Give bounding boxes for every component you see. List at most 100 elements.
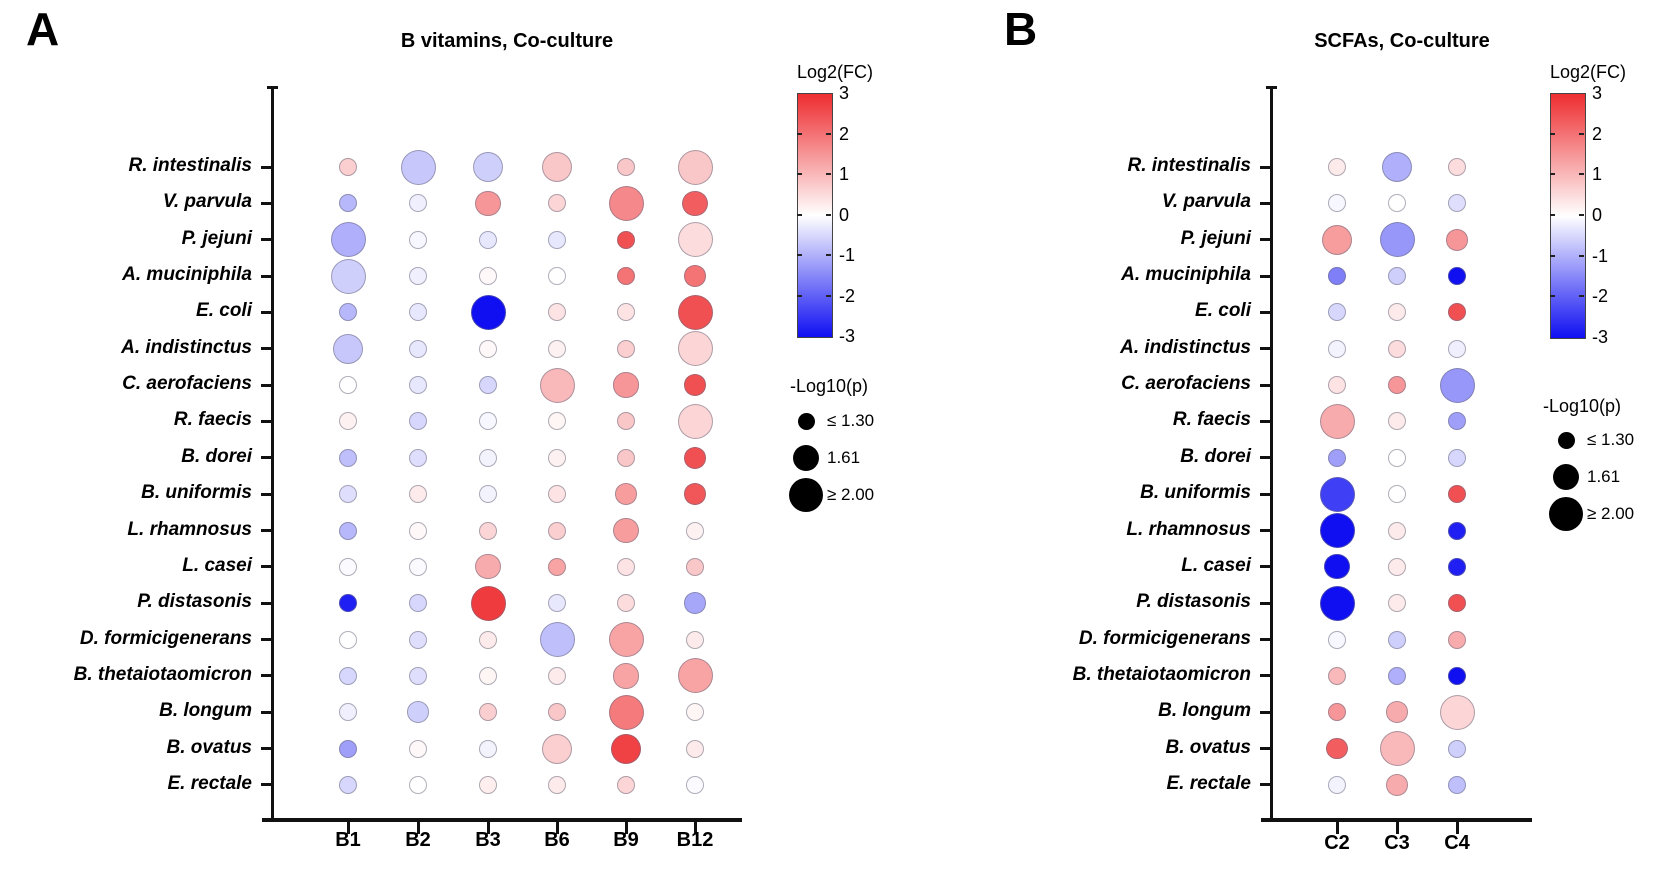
data-bubble — [548, 339, 566, 358]
size-legend-dot — [797, 412, 815, 430]
colorbar-tick-label: -1 — [839, 245, 856, 265]
data-bubble — [1439, 367, 1475, 403]
data-bubble — [409, 339, 427, 358]
data-bubble — [1388, 339, 1406, 358]
data-bubble — [1388, 521, 1406, 540]
data-bubble — [1448, 521, 1466, 540]
data-bubble — [409, 557, 427, 576]
data-bubble — [339, 376, 357, 395]
colorbar-tick — [826, 294, 831, 297]
species-label: L. rhamnosus — [127, 518, 252, 540]
colorbar-tick-label: -2 — [839, 285, 856, 306]
colorbar-tick — [1550, 132, 1555, 135]
size-legend-dot — [793, 445, 819, 471]
data-bubble — [409, 666, 427, 685]
data-bubble — [1386, 774, 1408, 796]
legend-a-size-title: -Log10(p) — [790, 376, 869, 396]
colorbar-tick-label: 2 — [839, 123, 850, 144]
data-bubble — [479, 376, 497, 395]
data-bubble — [615, 483, 637, 505]
data-bubble — [617, 594, 635, 613]
data-bubble — [409, 739, 427, 758]
species-label: P. jejuni — [181, 227, 252, 249]
data-bubble — [339, 557, 357, 576]
data-bubble — [409, 303, 427, 322]
x-axis-tick — [624, 821, 628, 834]
data-bubble — [479, 230, 497, 249]
y-axis-tick — [261, 201, 271, 205]
data-bubble — [409, 194, 427, 213]
data-bubble — [1448, 339, 1466, 358]
data-bubble — [339, 739, 357, 758]
y-axis-top-cap — [1266, 86, 1277, 89]
data-bubble — [686, 630, 704, 649]
data-bubble — [548, 303, 566, 322]
data-bubble — [1379, 731, 1415, 767]
data-bubble — [339, 485, 357, 504]
legend-b-colorbar-title: Log2(FC) — [1550, 62, 1627, 82]
data-bubble — [1388, 303, 1406, 322]
data-bubble — [613, 372, 639, 398]
data-bubble — [479, 448, 497, 467]
x-axis-tick — [486, 821, 490, 834]
y-axis-tick — [1260, 783, 1270, 787]
data-bubble — [1448, 630, 1466, 649]
data-bubble — [409, 267, 427, 286]
species-label: B. uniformis — [1140, 482, 1251, 504]
species-label: C. aerofaciens — [1121, 373, 1251, 395]
species-label: R. faecis — [173, 409, 252, 431]
y-axis-tick — [1260, 710, 1270, 714]
data-bubble — [1328, 376, 1346, 395]
data-bubble — [479, 267, 497, 286]
y-axis-tick — [261, 601, 271, 605]
data-bubble — [1448, 666, 1466, 685]
colorbar-tick — [826, 173, 831, 175]
colorbar — [797, 93, 833, 338]
data-bubble — [684, 374, 706, 396]
y-axis-tick — [261, 165, 271, 169]
size-legend-label: 1.61 — [827, 448, 861, 467]
data-bubble — [548, 448, 566, 467]
data-bubble — [608, 694, 644, 730]
data-bubble — [479, 521, 497, 540]
x-axis-tick — [346, 821, 350, 834]
data-bubble — [548, 594, 566, 613]
y-axis-tick — [1260, 419, 1270, 423]
data-bubble — [1328, 267, 1346, 286]
data-bubble — [1388, 448, 1406, 467]
data-bubble — [541, 151, 573, 183]
data-bubble — [617, 158, 635, 176]
data-bubble — [475, 554, 501, 580]
legend-b-size-title: -Log10(p) — [1543, 396, 1622, 416]
data-bubble — [1448, 267, 1466, 286]
y-axis-tick — [1260, 456, 1270, 460]
data-bubble — [1388, 630, 1406, 649]
colorbar-tick — [1550, 254, 1555, 257]
x-axis-label: B2 — [405, 829, 431, 851]
x-axis-tick — [1455, 821, 1459, 834]
y-axis-tick — [1260, 601, 1270, 605]
species-label: E. coli — [196, 300, 252, 322]
size-legend-label: 1.61 — [1587, 467, 1621, 486]
colorbar-tick — [1579, 295, 1584, 298]
data-bubble — [617, 775, 635, 794]
species-label: L. casei — [1181, 554, 1251, 576]
colorbar-tick-label: 1 — [839, 164, 850, 184]
data-bubble — [1388, 594, 1406, 613]
y-axis-tick — [261, 419, 271, 423]
colorbar-tick-label: -3 — [1592, 327, 1609, 347]
data-bubble — [539, 622, 575, 658]
data-bubble — [1448, 775, 1466, 794]
data-bubble — [339, 194, 357, 213]
data-bubble — [409, 448, 427, 467]
data-bubble — [608, 185, 644, 221]
colorbar-tick — [797, 173, 802, 175]
species-label: V. parvula — [1161, 191, 1251, 213]
y-axis-tick — [261, 783, 271, 787]
data-bubble — [409, 230, 427, 249]
species-label: A. indistinctus — [121, 336, 252, 358]
size-legend-label: ≤ 1.30 — [1587, 430, 1635, 449]
data-bubble — [330, 222, 366, 258]
data-bubble — [1388, 376, 1406, 395]
